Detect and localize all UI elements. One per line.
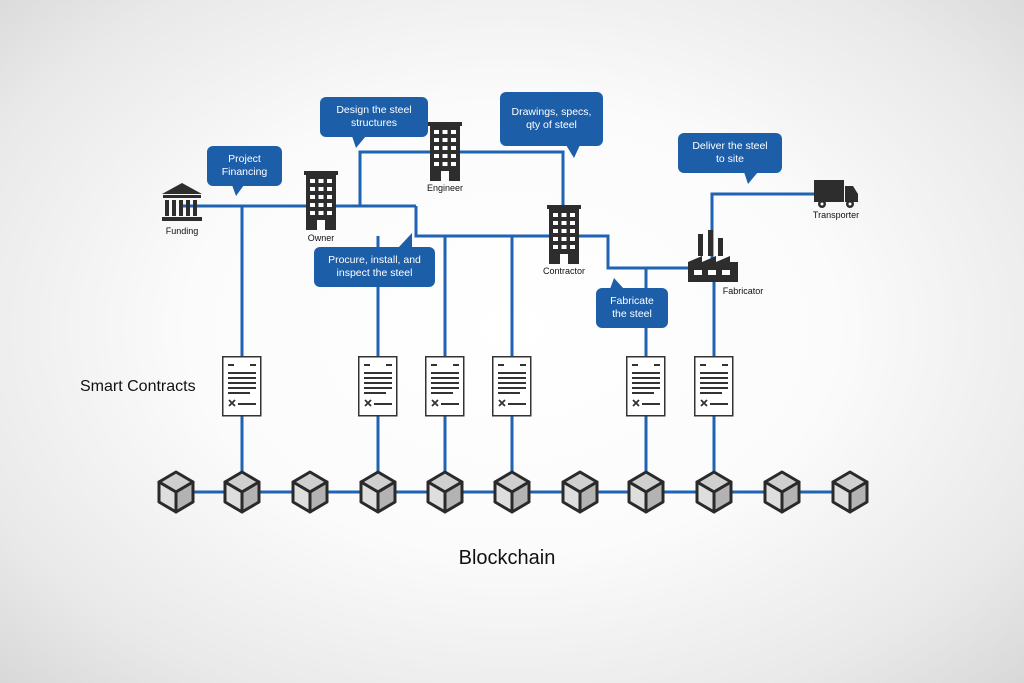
smart-contract-document-5 <box>625 355 666 417</box>
smart-contract-document-6 <box>693 355 734 417</box>
design-steel-text: Design the steel structures <box>336 104 412 129</box>
speech-bubbles <box>207 92 782 328</box>
smart-contract-document-1 <box>221 355 262 417</box>
engineer-building-icon <box>428 122 462 181</box>
bank-icon <box>162 183 202 221</box>
connection-lines <box>176 150 850 494</box>
block-cube-10 <box>763 470 801 514</box>
engineer-label: Engineer <box>426 183 464 193</box>
block-cube-1 <box>157 470 195 514</box>
bubble-drawings-specs <box>500 92 603 146</box>
block-cube-4 <box>359 470 397 514</box>
transporter-label: Transporter <box>812 210 860 220</box>
smart-contract-document-2 <box>357 355 398 417</box>
procure-install-text: Procure, install, and inspect the steel <box>328 254 421 279</box>
smart-contracts-label: Smart Contracts <box>80 378 196 395</box>
block-cube-2 <box>223 470 261 514</box>
block-cube-5 <box>426 470 464 514</box>
drawings-specs-text: Drawings, specs, qty of steel <box>511 106 592 131</box>
bubble-procure-install <box>314 247 435 287</box>
owner-building-icon <box>304 171 338 230</box>
blockchain-label: Blockchain <box>458 547 556 569</box>
project-financing-text: Project Financing <box>221 153 268 178</box>
block-cube-11 <box>831 470 869 514</box>
block-cube-7 <box>561 470 599 514</box>
fabricator-label: Fabricator <box>722 286 764 296</box>
factory-icon <box>688 230 738 282</box>
bubble-fabricate-steel <box>596 288 668 328</box>
owner-label: Owner <box>307 233 335 243</box>
truck-icon <box>814 180 858 208</box>
contractor-label: Contractor <box>542 266 586 276</box>
block-cube-6 <box>493 470 531 514</box>
deliver-steel-text: Deliver the steel to site <box>692 140 768 165</box>
smart-contract-document-4 <box>491 355 532 417</box>
bubble-design-steel <box>320 97 428 137</box>
bubble-deliver-steel <box>678 133 782 173</box>
block-cube-3 <box>291 470 329 514</box>
contractor-building-icon <box>547 205 581 264</box>
smart-contract-document-3 <box>424 355 465 417</box>
block-cube-9 <box>695 470 733 514</box>
block-cube-8 <box>627 470 665 514</box>
funding-label: Funding <box>165 226 199 236</box>
fabricate-steel-text: Fabricate the steel <box>610 295 654 320</box>
bubble-project-financing <box>207 146 282 186</box>
